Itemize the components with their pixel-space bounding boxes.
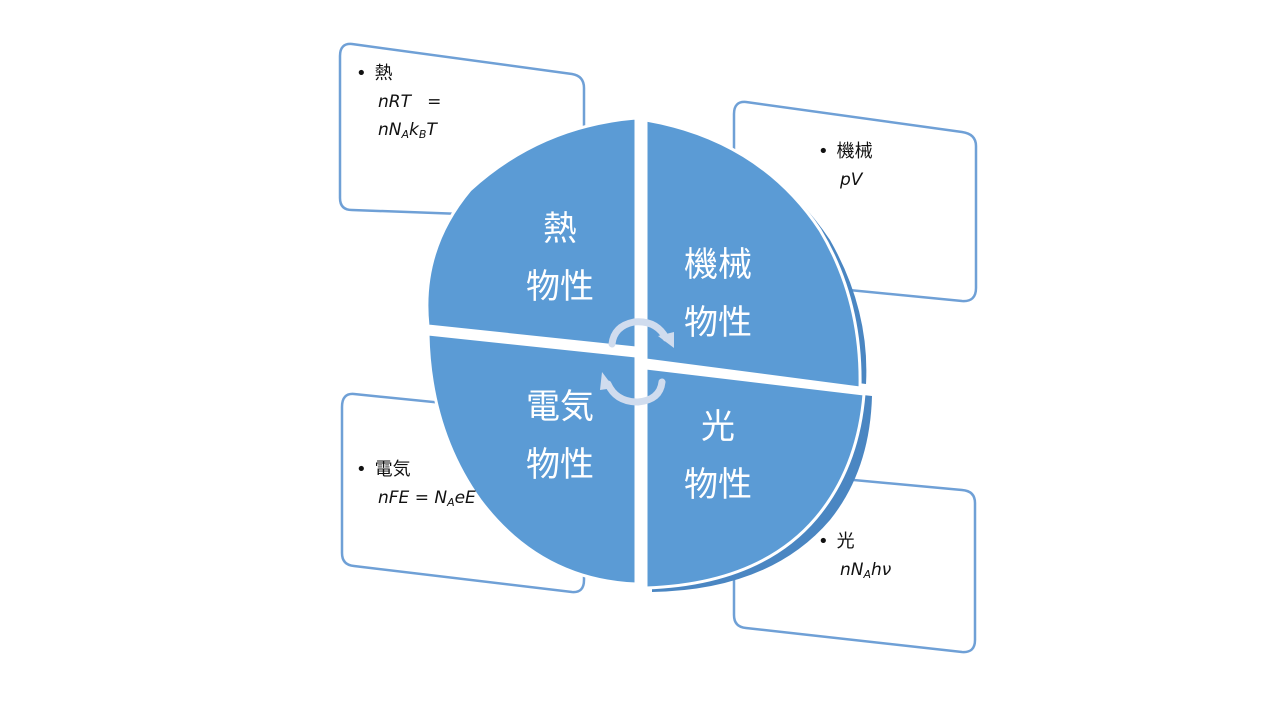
segment-electrical-line2: 物性 [526, 445, 594, 485]
box-electrical-text: • 電気 nFE = NAeE [356, 456, 476, 517]
segment-light [644, 366, 872, 592]
segment-light-label: 光 物性 [658, 398, 778, 514]
segment-heat [425, 116, 638, 350]
box-electrical-title: 電気 [374, 459, 411, 480]
box-heat-title: 熱 [374, 63, 393, 84]
cycle-arrows-icon [600, 318, 674, 406]
segment-heat-label: 熱 物性 [500, 200, 620, 316]
bullet-icon: • [818, 531, 829, 552]
bullet-icon: • [356, 63, 367, 84]
segment-mechanical [644, 118, 867, 390]
bullet-icon: • [818, 141, 829, 162]
box-light-formula: nNAhν [840, 560, 892, 581]
box-electrical-formula: nFE = NAeE [378, 488, 476, 509]
box-light-text: • 光 nNAhν [818, 528, 891, 589]
segment-mechanical-label: 機械 物性 [658, 236, 778, 352]
segment-mechanical-line2: 物性 [684, 303, 752, 343]
segment-heat-line1: 熱 [543, 209, 577, 249]
box-heat-text: • 熱 nRT = nNAkBT [356, 60, 441, 149]
box-heat-formula-line2: nNAkBT [378, 120, 437, 141]
box-mechanical-title: 機械 [836, 141, 873, 162]
segment-light-line1: 光 [701, 407, 735, 447]
segment-light-line2: 物性 [684, 465, 752, 505]
box-heat-formula-line1: nRT = [378, 92, 442, 112]
bullet-icon: • [356, 459, 367, 480]
segment-electrical-label: 電気 物性 [500, 378, 620, 494]
segment-electrical-line1: 電気 [526, 387, 594, 427]
box-mechanical-formula: pV [840, 170, 863, 190]
segment-electrical [426, 332, 638, 586]
box-light-title: 光 [836, 531, 855, 552]
segment-mechanical-line1: 機械 [684, 245, 752, 285]
segment-heat-line2: 物性 [526, 267, 594, 307]
box-mechanical-text: • 機械 pV [818, 138, 873, 194]
